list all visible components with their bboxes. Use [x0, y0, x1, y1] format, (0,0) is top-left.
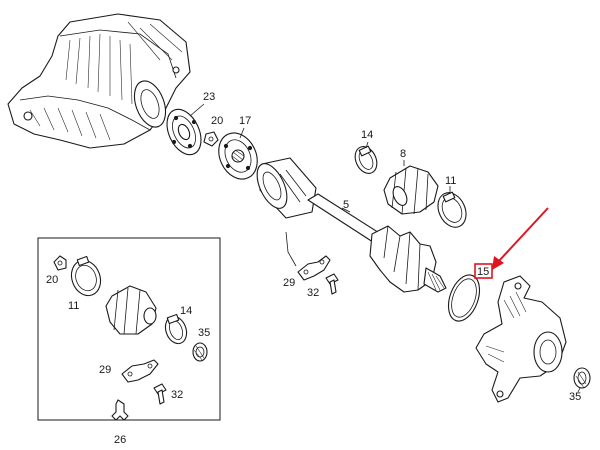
part-35-nut-right: [573, 367, 591, 389]
label-32-inset: 32: [171, 389, 183, 401]
label-32-top: 32: [307, 287, 319, 299]
inset-frame: [37, 237, 221, 421]
label-35-inset: 35: [198, 327, 210, 339]
label-14-inset: 14: [180, 305, 192, 317]
part-15-sealing-ring: [447, 274, 481, 322]
label-8: 8: [400, 148, 406, 160]
part-29-retaining-plate: [297, 255, 331, 281]
part-17-joint-flange: [218, 132, 258, 180]
label-29-top: 29: [283, 277, 295, 289]
part-23-flange: [166, 108, 202, 156]
label-11-top: 11: [445, 175, 456, 187]
part-11-inset-clamp: [70, 255, 102, 297]
part-20-lock-plate: [203, 131, 219, 147]
label-17: 17: [239, 115, 251, 127]
differential-housing: [7, 13, 191, 149]
wheel-carrier: [475, 275, 567, 403]
highlight-arrow: [492, 207, 549, 270]
part-8-inset-boot: [105, 285, 157, 335]
label-15: 15: [477, 266, 489, 278]
label-20-top: 20: [211, 115, 223, 127]
label-20-inset: 20: [46, 274, 58, 286]
part-8-axle-boot: [383, 165, 439, 215]
leader-14-top: [365, 141, 369, 149]
label-35-right: 35: [569, 391, 581, 403]
part-29-inset-plate: [121, 359, 159, 383]
label-14-top: 14: [361, 129, 373, 141]
label-23: 23: [203, 91, 215, 103]
leader-35-right: [577, 387, 581, 393]
part-32-bolt: [325, 273, 339, 295]
label-29-inset: 29: [99, 364, 111, 376]
part-14-boot-clamp: [354, 145, 378, 174]
part-20-inset-lock: [53, 255, 67, 271]
label-26: 26: [114, 434, 126, 446]
leader-29-top: [285, 231, 297, 267]
label-5: 5: [343, 199, 349, 211]
leader-17: [239, 127, 245, 139]
label-11-inset: 11: [68, 300, 79, 312]
highlight-box-15: [474, 263, 493, 279]
wrench-icon: [111, 399, 129, 421]
part-5-axle-shaft: [256, 157, 447, 293]
part-35-inset-nut: [192, 342, 208, 362]
leader-5: [341, 207, 351, 213]
part-26-wrench: [111, 399, 129, 421]
part-32-inset-bolt: [153, 383, 167, 405]
leader-23: [189, 103, 205, 117]
part-11-boot-clamp: [437, 191, 467, 228]
part-14-inset-clamp: [164, 313, 188, 345]
